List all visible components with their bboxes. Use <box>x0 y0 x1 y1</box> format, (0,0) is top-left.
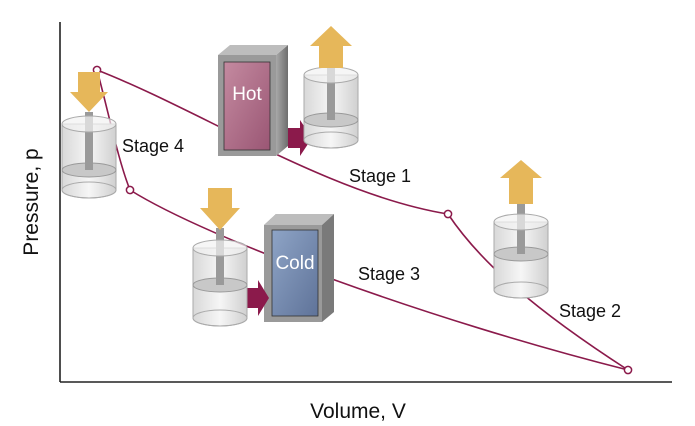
hot-reservoir-face <box>223 61 271 151</box>
piston-cylinder-stage4 <box>61 112 117 199</box>
piston-cylinder-stage3 <box>192 228 248 327</box>
stage3-curve <box>129 189 629 371</box>
vertex-d <box>125 185 135 195</box>
x-axis-label: Volume, V <box>310 400 406 423</box>
stage4-label: Stage 4 <box>122 136 184 156</box>
cycle-path <box>96 69 629 371</box>
arrow-right-icon <box>247 280 269 316</box>
cold-reservoir-face <box>271 229 319 317</box>
cold-reservoir-top <box>264 214 334 225</box>
hot-reservoir: Hot <box>218 45 288 156</box>
stage1-label: Stage 1 <box>349 166 411 186</box>
cold-reservoir-label: Cold <box>275 253 314 274</box>
vertex-b <box>443 209 453 219</box>
arrow-down-icon <box>200 188 240 230</box>
axes <box>59 22 672 383</box>
stage3-label: Stage 3 <box>358 264 420 284</box>
hot-reservoir-side <box>276 45 288 156</box>
arrow-down-icon <box>70 72 108 112</box>
piston-cylinder-stage1 <box>303 66 359 149</box>
y-axis-label: Pressure, p <box>20 148 43 255</box>
cold-reservoir-right <box>322 214 334 322</box>
piston-cylinder-stage2 <box>493 200 549 299</box>
vertex-c <box>623 365 633 375</box>
cold-reservoir: Cold <box>264 214 334 322</box>
hot-reservoir-top <box>218 45 288 55</box>
cycle-vertices <box>92 65 633 375</box>
stage2-label: Stage 2 <box>559 301 621 321</box>
arrow-up-icon <box>500 160 542 204</box>
hot-reservoir-label: Hot <box>232 84 262 105</box>
arrow-up-icon <box>310 26 352 68</box>
